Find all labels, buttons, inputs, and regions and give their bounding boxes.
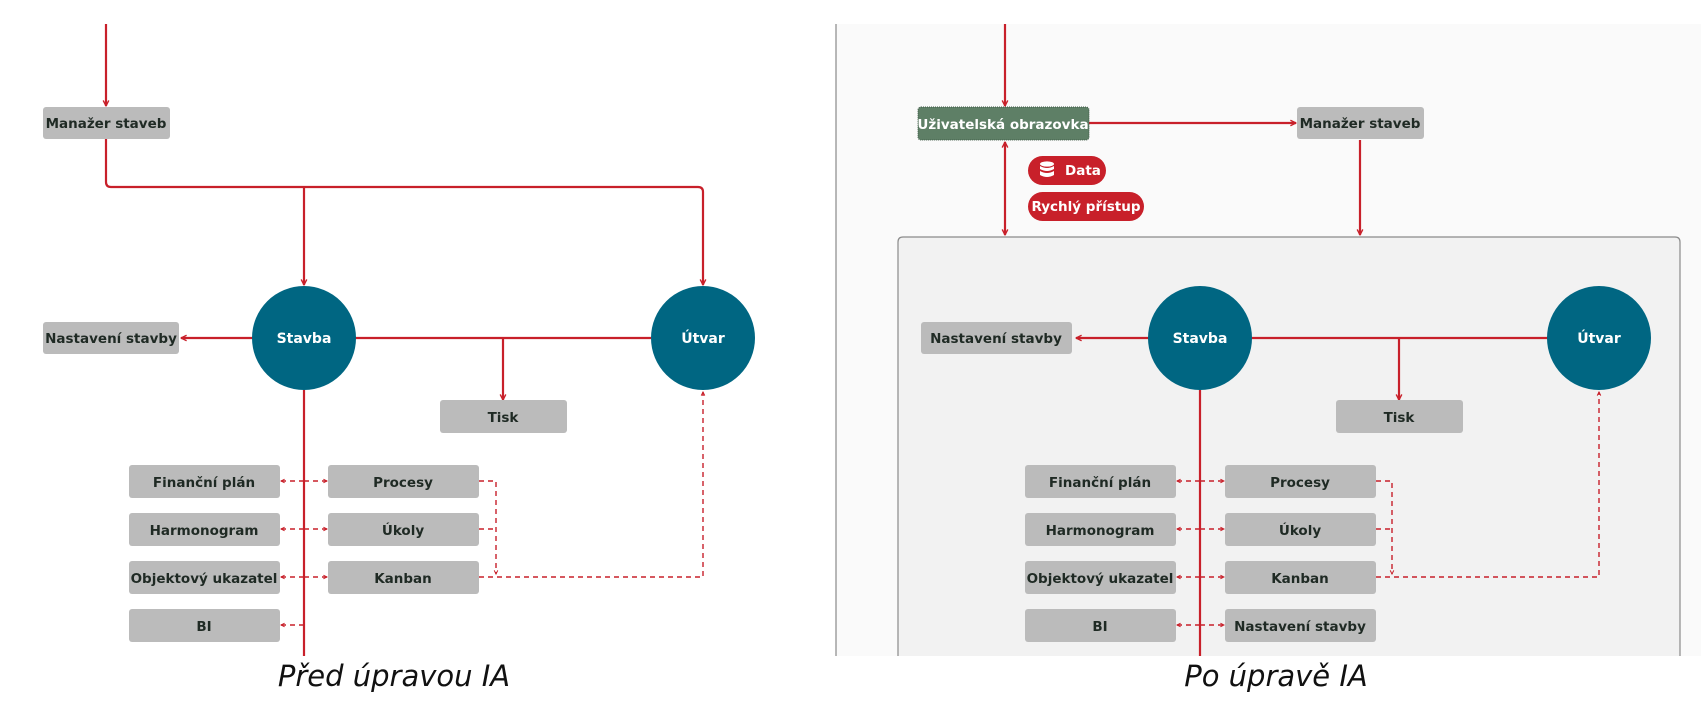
after-node-print[interactable]: Tisk (1336, 400, 1463, 433)
before-manager-branch (104, 138, 703, 285)
before-node-manager[interactable]: Manažer staveb (43, 107, 170, 139)
after-module-kanban[interactable]: Kanban (1225, 561, 1376, 594)
after-app-panel (897, 236, 1681, 656)
before-node-stavba[interactable]: Stavba (252, 286, 356, 390)
module-label: Procesy (1270, 475, 1330, 491)
before-left-modules: Finanční plán Harmonogram Objektový ukaz… (129, 465, 280, 642)
before-module-ukoly[interactable]: Úkoly (328, 513, 479, 546)
caption-backdrop (836, 657, 1701, 715)
after-pill-data[interactable]: Data (1028, 156, 1106, 185)
before-node-settings[interactable]: Nastavení stavby (43, 322, 179, 354)
after-module-nastaveni-stavby[interactable]: Nastavení stavby (1225, 609, 1376, 642)
after-module-bi[interactable]: BI (1025, 609, 1176, 642)
after-connectors (1005, 24, 1548, 656)
before-right-modules: Procesy Úkoly Kanban (328, 465, 479, 594)
after-module-ukoly[interactable]: Úkoly (1225, 513, 1376, 546)
after-left-modules: Finanční plán Harmonogram Objektový ukaz… (1025, 465, 1176, 642)
module-label: Finanční plán (1049, 475, 1151, 491)
after-node-settings-label: Nastavení stavby (930, 331, 1062, 347)
before-node-utvar[interactable]: Útvar (651, 286, 755, 390)
after-node-user-screen-label: Uživatelská obrazovka (917, 117, 1088, 133)
before-module-kanban[interactable]: Kanban (328, 561, 479, 594)
module-label: BI (196, 619, 211, 635)
module-label: Harmonogram (150, 523, 259, 539)
after-node-manager[interactable]: Manažer staveb (1297, 107, 1424, 139)
after-node-stavba-label: Stavba (1173, 331, 1228, 347)
after-pill-quick-access-label: Rychlý přístup (1031, 199, 1140, 215)
after-node-print-label: Tisk (1384, 410, 1416, 426)
module-label: Finanční plán (153, 475, 255, 491)
after-node-user-screen[interactable]: Uživatelská obrazovka (917, 106, 1090, 141)
module-label: Objektový ukazatel (1027, 571, 1174, 587)
after-dashed-connectors (1175, 390, 1602, 628)
before-module-procesy[interactable]: Procesy (328, 465, 479, 498)
module-label: Kanban (374, 571, 432, 587)
before-node-print-label: Tisk (488, 410, 520, 426)
after-module-procesy[interactable]: Procesy (1225, 465, 1376, 498)
module-label: Nastavení stavby (1234, 619, 1366, 635)
after-node-manager-label: Manažer staveb (1300, 116, 1421, 132)
module-label: Kanban (1271, 571, 1329, 587)
after-module-objektovy-ukazatel[interactable]: Objektový ukazatel (1025, 561, 1176, 594)
after-pill-data-label: Data (1065, 163, 1101, 179)
after-module-financni-plan[interactable]: Finanční plán (1025, 465, 1176, 498)
after-node-settings[interactable]: Nastavení stavby (921, 322, 1072, 354)
database-icon (1040, 161, 1054, 177)
after-node-utvar-label: Útvar (1577, 329, 1621, 347)
after-node-utvar[interactable]: Útvar (1547, 286, 1651, 390)
before-module-objektovy-ukazatel[interactable]: Objektový ukazatel (129, 561, 280, 594)
module-label: Úkoly (382, 521, 424, 539)
before-module-financni-plan[interactable]: Finanční plán (129, 465, 280, 498)
after-module-harmonogram[interactable]: Harmonogram (1025, 513, 1176, 546)
before-module-bi[interactable]: BI (129, 609, 280, 642)
before-node-settings-label: Nastavení stavby (45, 331, 177, 347)
after-caption: Po úpravě IA (1184, 659, 1368, 693)
after-pill-quick-access[interactable]: Rychlý přístup (1028, 192, 1144, 221)
module-label: Objektový ukazatel (131, 571, 278, 587)
before-caption: Před úpravou IA (278, 659, 510, 693)
module-label: BI (1092, 619, 1107, 635)
before-node-stavba-label: Stavba (277, 331, 332, 347)
module-label: Úkoly (1279, 521, 1321, 539)
after-right-modules: Procesy Úkoly Kanban Nastavení stavby (1225, 465, 1376, 642)
module-label: Procesy (373, 475, 433, 491)
before-node-utvar-label: Útvar (681, 329, 725, 347)
before-node-print[interactable]: Tisk (440, 400, 567, 433)
module-label: Harmonogram (1046, 523, 1155, 539)
before-module-harmonogram[interactable]: Harmonogram (129, 513, 280, 546)
before-node-manager-label: Manažer staveb (46, 116, 167, 132)
before-connectors (106, 24, 703, 656)
before-dashed-connectors (279, 390, 706, 628)
after-node-stavba[interactable]: Stavba (1148, 286, 1252, 390)
